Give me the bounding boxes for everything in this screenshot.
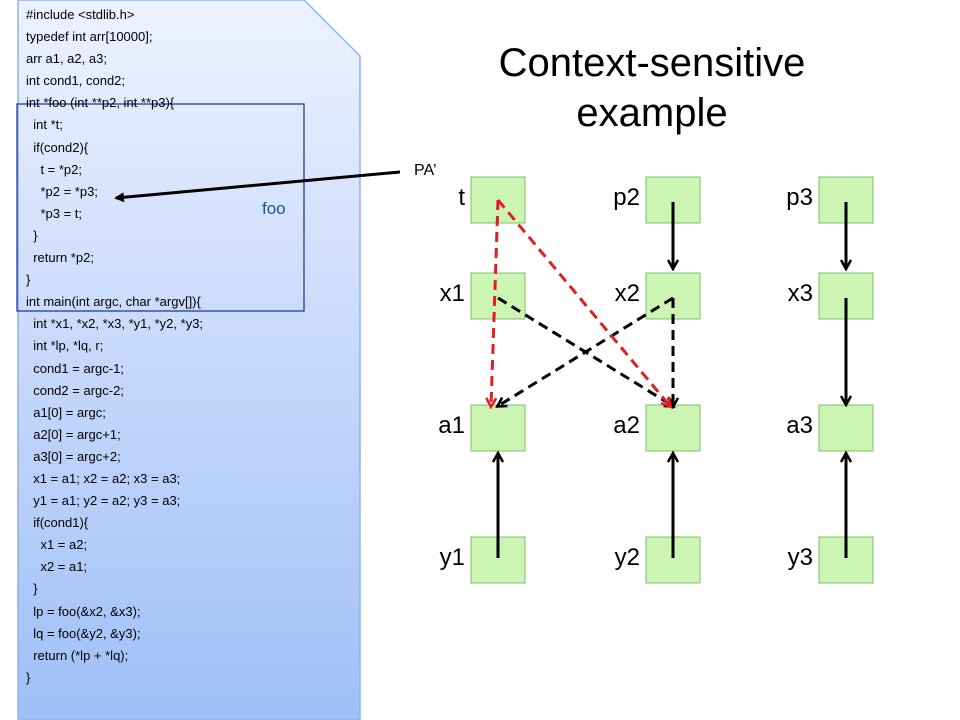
node-label-y2: y2	[614, 544, 640, 571]
code-line: }	[26, 227, 38, 243]
code-line: int *lp, *lq, r;	[26, 338, 104, 354]
code-line: arr a1, a2, a3;	[26, 51, 107, 67]
code-line: if(cond2){	[26, 139, 89, 155]
edge-t-to-a2	[496, 199, 670, 406]
node-box-a1	[470, 404, 526, 452]
pa-arrow	[114, 170, 401, 203]
node-box-a2	[645, 404, 701, 452]
pa-label: PA’	[414, 162, 437, 179]
code-line: int *t;	[26, 117, 63, 133]
code-line: if(cond1){	[26, 515, 89, 531]
node-label-p3: p3	[786, 184, 813, 211]
title-line-2: example	[576, 91, 728, 135]
node-label-x3: x3	[787, 280, 813, 307]
code-line: int main(int argc, char *argv[]){	[26, 294, 201, 310]
code-listing: #include <stdlib.h> typedef int arr[10000…	[26, 4, 356, 689]
code-line: int *x1, *x2, *x3, *y1, *y2, *y3;	[26, 316, 204, 332]
title-line-1: Context-sensitive	[498, 41, 806, 85]
code-line: x2 = a1;	[26, 559, 88, 575]
code-line: *p2 = *p3;	[26, 183, 98, 199]
code-line: x1 = a2;	[26, 537, 88, 553]
code-panel-shape	[17, 0, 361, 720]
slide-title: Context-sensitive example	[442, 38, 862, 138]
code-line: lq = foo(&y2, &y3);	[26, 625, 141, 641]
code-line: cond2 = argc-2;	[26, 382, 124, 398]
code-line: y1 = a1; y2 = a2; y3 = a3;	[26, 493, 181, 509]
code-line: t = *p2;	[26, 161, 83, 177]
code-line: }	[26, 272, 31, 288]
code-line: return (*lp + *lq);	[26, 647, 129, 663]
code-line: }	[26, 669, 31, 685]
code-line: typedef int arr[10000];	[26, 29, 153, 45]
code-line: a1[0] = argc;	[26, 404, 106, 420]
node-label-a2: a2	[613, 412, 640, 439]
code-line: return *p2;	[26, 250, 94, 266]
foo-label: foo	[262, 199, 286, 218]
node-label-p2: p2	[613, 184, 640, 211]
node-label-y3: y3	[787, 544, 813, 571]
edge-t-to-a1	[491, 199, 500, 406]
code-line: x1 = a1; x2 = a2; x3 = a3;	[26, 470, 181, 486]
node-label-t: t	[458, 184, 465, 211]
node-label-a3: a3	[786, 412, 813, 439]
code-line: a2[0] = argc+1;	[26, 426, 121, 442]
node-box-a3	[818, 404, 874, 452]
edge-x2-to-a1	[498, 296, 674, 406]
code-line: *p3 = t;	[26, 205, 83, 221]
node-label-x2: x2	[614, 280, 640, 307]
code-line: a3[0] = argc+2;	[26, 448, 121, 464]
node-label-x1: x1	[439, 280, 465, 307]
code-line: lp = foo(&x2, &x3);	[26, 603, 141, 619]
node-label-y1: y1	[439, 544, 465, 571]
node-box-x2	[645, 272, 701, 320]
code-line: int cond1, cond2;	[26, 73, 126, 89]
foo-function-box	[16, 103, 305, 312]
code-line: cond1 = argc-1;	[26, 360, 124, 376]
code-line: #include <stdlib.h>	[26, 7, 135, 22]
code-line: }	[26, 581, 38, 597]
node-box-x1	[470, 272, 526, 320]
code-line: int *foo (int **p2, int **p3){	[26, 95, 175, 111]
node-label-a1: a1	[438, 412, 465, 439]
